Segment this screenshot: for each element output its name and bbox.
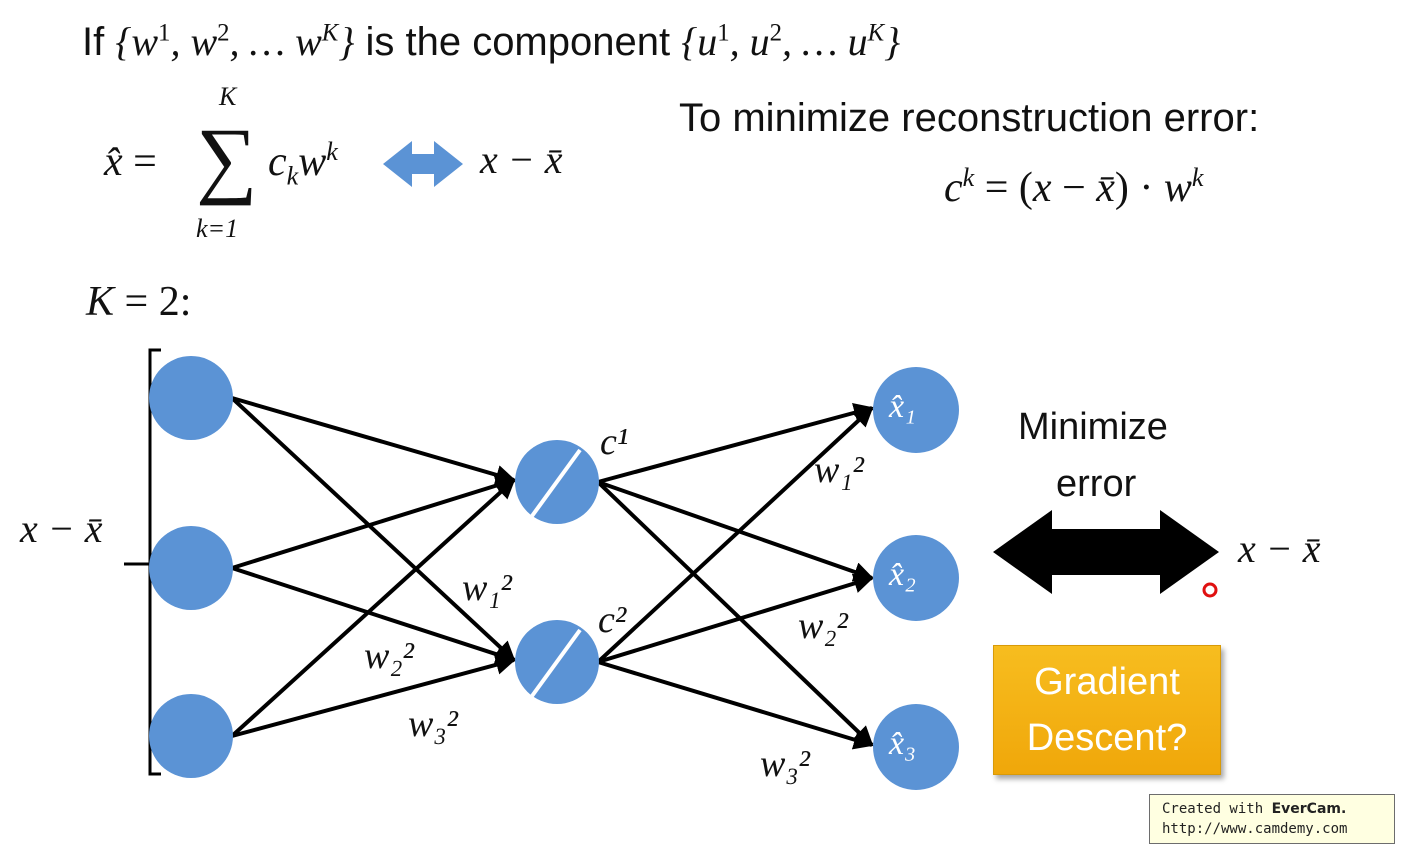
weight-label-left-2: w₂²	[364, 635, 414, 677]
watermark-prefix: Created with	[1162, 801, 1264, 817]
linear-activation-icon	[530, 628, 582, 698]
xhat-symbol: x̂	[104, 139, 123, 185]
header-line: If {w1, w2, … wK} is the component {u1, …	[82, 18, 900, 65]
output-label-2: x̂₂	[889, 556, 916, 593]
sum-symbol: ∑	[196, 110, 258, 206]
gradient-descent-box: Gradient Descent?	[993, 645, 1221, 775]
hidden-layer	[515, 440, 599, 704]
weight-label-right-3: w₃²	[760, 743, 810, 785]
gradient-descent-line1: Gradient	[1034, 661, 1180, 703]
formula-term: ckwk	[268, 137, 338, 191]
minimize-label-line1: Minimize	[1018, 406, 1168, 448]
equivalence-arrow-icon	[383, 141, 463, 187]
watermark-url: http://www.camdemy.com	[1162, 821, 1348, 837]
edges-hidden-to-output	[596, 403, 874, 750]
header-if: If	[82, 20, 105, 64]
output-label-1: x̂₁	[889, 388, 916, 425]
sum-lower-limit: k=1	[196, 214, 239, 243]
weight-label-right-1: w₁²	[814, 449, 864, 491]
edge-in2-h2	[231, 566, 516, 664]
edge-in2-h1	[231, 475, 516, 570]
edge-h2-out2	[597, 573, 874, 664]
k-equals-label: K = 2:	[86, 279, 192, 325]
minimize-target: x − x̄	[1238, 526, 1321, 571]
linear-activation-icon	[530, 448, 582, 518]
sum-upper-limit: K	[219, 82, 237, 111]
gradient-descent-line2: Descent?	[1026, 717, 1188, 759]
input-node-2	[149, 526, 233, 610]
header-middle-text: is the component	[365, 20, 671, 64]
edge-in3-h2	[231, 655, 516, 738]
watermark-brand: EverCam.	[1271, 801, 1347, 817]
header-w-set: {w1, w2, … wK}	[115, 19, 355, 64]
watermark-line1: Created with EverCam.	[1162, 799, 1394, 819]
edge-h1-out2	[597, 480, 874, 582]
double-arrow-icon	[993, 510, 1219, 594]
edge-in3-h1	[230, 478, 516, 738]
edges-input-to-hidden	[230, 396, 516, 738]
reconstruction-heading: To minimize reconstruction error:	[679, 96, 1260, 140]
edge-h2-out3	[597, 660, 874, 750]
edge-in1-h2	[230, 396, 516, 662]
hidden-label-c1: c¹	[600, 421, 629, 463]
weight-label-right-2: w₂²	[798, 605, 848, 647]
edge-h1-out3	[596, 480, 874, 747]
output-node-2	[873, 535, 959, 621]
output-node-3	[873, 704, 959, 790]
weight-label-left-3: w₃²	[408, 703, 458, 745]
output-node-1	[873, 367, 959, 453]
formula-lhs: x̂ =	[104, 139, 157, 185]
weight-label-left-1: w₁²	[462, 567, 512, 609]
output-label-3: x̂₃	[889, 725, 916, 762]
edge-in1-h1	[231, 396, 516, 485]
input-layer	[149, 356, 233, 778]
input-node-3	[149, 694, 233, 778]
input-node-1	[149, 356, 233, 440]
reconstruction-equation: ck = (x − x̄) · wk	[944, 163, 1204, 211]
evercam-watermark: Created with EverCam. http://www.camdemy…	[1149, 794, 1395, 844]
header-u-set: {u1, u2, … uK}	[681, 19, 901, 64]
output-layer	[873, 367, 959, 790]
edge-h2-out1	[596, 406, 874, 664]
pointer-marker-icon	[1202, 582, 1218, 598]
edge-h1-out1	[597, 403, 874, 484]
minimize-label-line2: error	[1056, 463, 1137, 505]
hidden-label-c2: c²	[598, 599, 627, 641]
formula-rhs: x − x̄	[480, 137, 563, 182]
input-label: x − x̄	[20, 506, 103, 551]
